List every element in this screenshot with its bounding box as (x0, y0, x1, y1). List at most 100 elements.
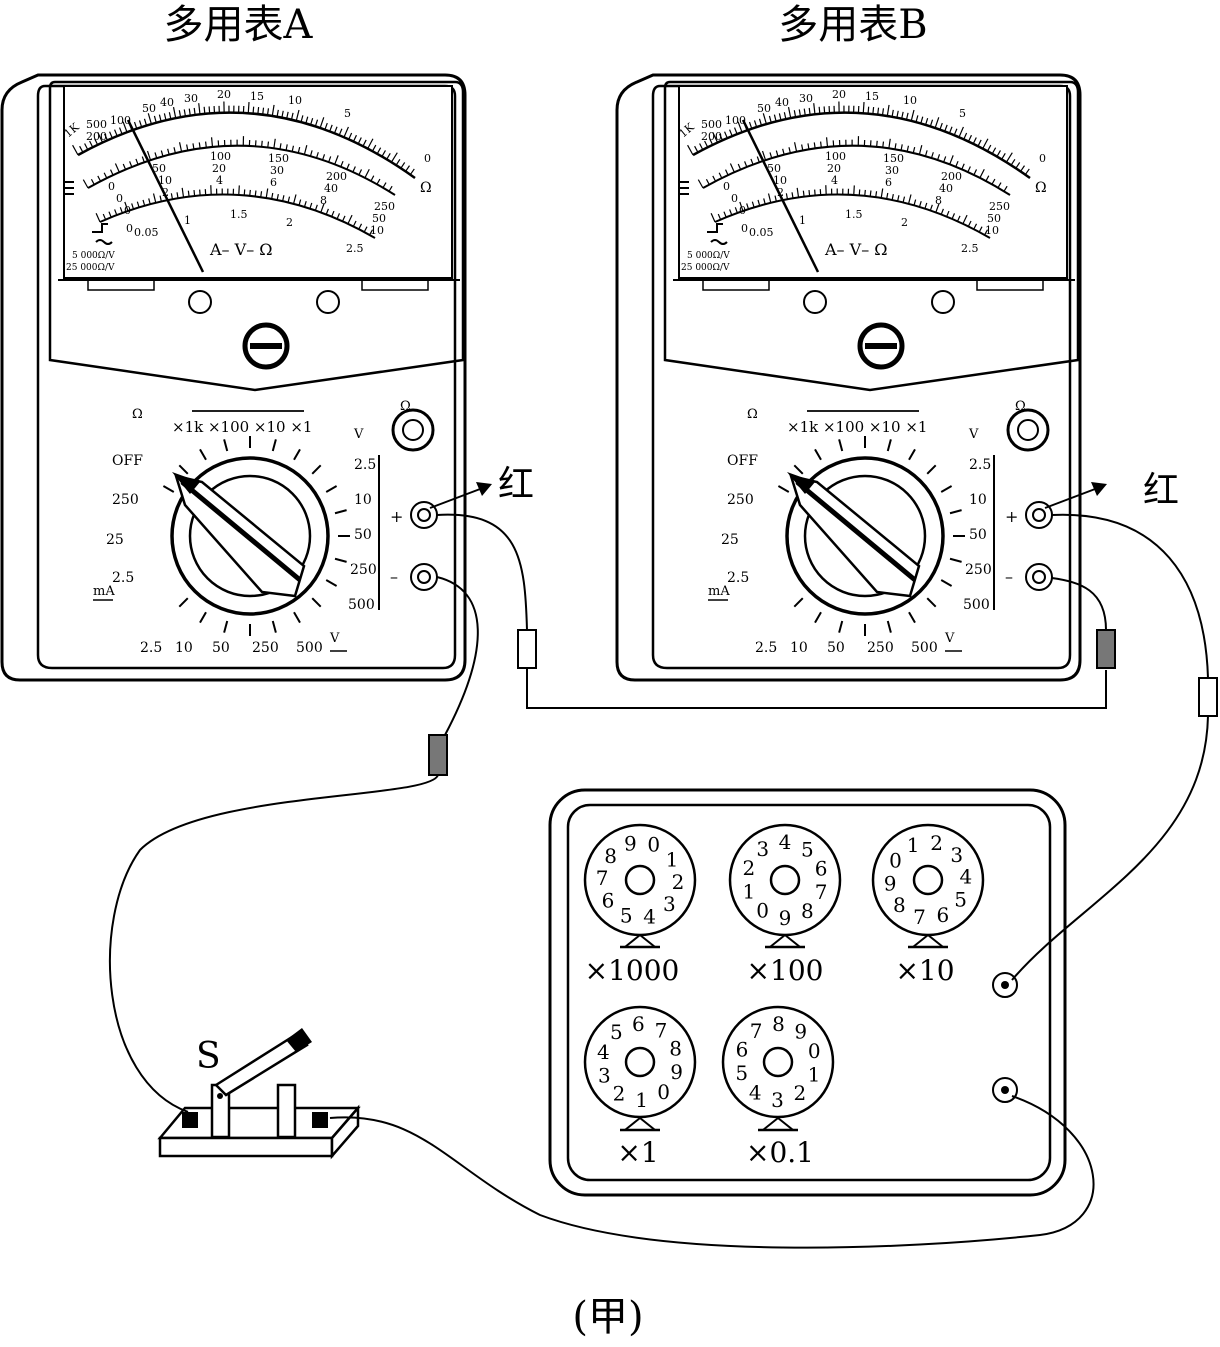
meter-b-screw-right[interactable] (931, 290, 955, 314)
multimeter-b: 多用表B 1K 500 200 100 50 40 30 20 15 10 5 … (615, 2, 1179, 682)
resistance-box-outer (548, 788, 1067, 1197)
scale-tick (305, 116, 309, 124)
meter-b-zero-adjust[interactable] (857, 322, 905, 370)
meter-b-screw-left[interactable] (803, 290, 827, 314)
meter-a-title: 多用表A (164, 2, 314, 48)
meter-a-screw-right[interactable] (316, 290, 340, 314)
scale-tick (905, 112, 909, 120)
scale-tick (813, 142, 816, 149)
scale-tick (303, 145, 308, 155)
scale-tick (785, 193, 789, 200)
scale-tick (252, 106, 255, 114)
scale-tick (729, 129, 733, 137)
scale-tick (798, 109, 802, 117)
selector-tick (334, 557, 347, 563)
knob-digit: 3 (950, 843, 963, 867)
scale-tick (723, 211, 727, 218)
knob-x10[interactable] (871, 823, 985, 949)
svg-text:0.05: 0.05 (134, 226, 159, 239)
knife-switch[interactable] (157, 1028, 361, 1160)
scale-tick (862, 102, 865, 114)
scale-tick (761, 150, 767, 161)
meter-a-red-probe-label: 红 (498, 464, 534, 505)
svg-text:30: 30 (799, 92, 813, 105)
resistance-box-terminal-bottom[interactable] (992, 1077, 1018, 1103)
wire-connector (517, 629, 537, 669)
scale-tick (72, 144, 79, 156)
scale-tick (757, 199, 761, 206)
svg-text:50: 50 (372, 212, 386, 225)
meter-a-zero-adjust[interactable] (242, 322, 290, 370)
scale-tick (405, 165, 410, 172)
scale-tick (875, 191, 878, 198)
scale-tick (803, 108, 806, 116)
meter-b-minus-terminal[interactable] (1025, 563, 1053, 591)
meter-a-dial-window (48, 80, 465, 392)
knob-digit: 5 (735, 1061, 748, 1085)
scale-tick (1024, 168, 1030, 176)
scale-tick (925, 117, 929, 126)
svg-text:10: 10 (158, 174, 172, 187)
scale-tick (897, 195, 900, 202)
selector-tick (814, 448, 822, 461)
scale-tick (948, 126, 953, 134)
meter-a-screw-left[interactable] (188, 290, 212, 314)
meter-a-range-selector[interactable] (170, 456, 330, 616)
knob-digit: 0 (889, 848, 902, 872)
knob-x1000[interactable] (583, 823, 697, 949)
selector-tick (311, 597, 322, 608)
svg-text:2: 2 (162, 186, 169, 199)
scale-tick (131, 203, 135, 210)
selector-tick (886, 620, 892, 633)
scale-tick (906, 145, 910, 152)
scale-tick (129, 161, 133, 168)
resistance-box-terminal-top[interactable] (992, 972, 1018, 998)
selector-tick (793, 464, 804, 475)
meter-a-minus-terminal[interactable] (410, 563, 438, 591)
scale-tick (737, 163, 742, 170)
selector-tick (908, 611, 916, 624)
scale-tick (329, 124, 333, 132)
scale-tick (949, 155, 954, 165)
knob-digit: 0 (657, 1080, 670, 1104)
knob-x1[interactable] (583, 1005, 697, 1132)
scale-tick (160, 150, 164, 157)
svg-text:10: 10 (773, 174, 787, 187)
meter-b-range-selector[interactable] (785, 456, 945, 616)
meter-b-ohm-adjust-knob[interactable] (1006, 408, 1050, 452)
scale-tick (867, 106, 870, 114)
selector-tick (940, 485, 953, 493)
svg-text:0: 0 (124, 204, 131, 217)
svg-text:40: 40 (160, 96, 174, 109)
scale-tick (409, 168, 415, 176)
meter-a-ohm-adjust-knob[interactable] (391, 408, 435, 452)
svg-text:500: 500 (348, 597, 375, 613)
knob-x1000-label: ×1000 (585, 954, 680, 987)
knob-digit: 0 (756, 899, 769, 923)
svg-text:50: 50 (354, 527, 372, 543)
scale-tick (319, 117, 325, 129)
svg-text:1.5: 1.5 (845, 208, 863, 221)
scale-tick (864, 189, 866, 196)
knob-x0-1[interactable] (721, 1005, 835, 1132)
svg-text:6: 6 (885, 176, 892, 189)
scale-tick (697, 179, 704, 189)
meter-b-mirror-left (702, 279, 770, 291)
knob-digit: 3 (771, 1088, 784, 1112)
svg-text:0: 0 (116, 192, 123, 205)
scale-tick (286, 111, 289, 119)
scale-tick (254, 190, 257, 197)
scale-tick (352, 220, 357, 227)
scale-tick (187, 190, 190, 197)
scale-tick (95, 212, 101, 223)
scale-tick (198, 142, 201, 149)
knob-x100[interactable] (728, 823, 842, 949)
scale-tick (934, 117, 940, 129)
svg-text:10: 10 (985, 224, 999, 237)
scale-tick (309, 150, 313, 157)
scale-tick (891, 193, 894, 201)
svg-text:25: 25 (106, 532, 124, 548)
svg-text:150: 150 (268, 152, 289, 165)
svg-text:2.5: 2.5 (755, 640, 777, 656)
